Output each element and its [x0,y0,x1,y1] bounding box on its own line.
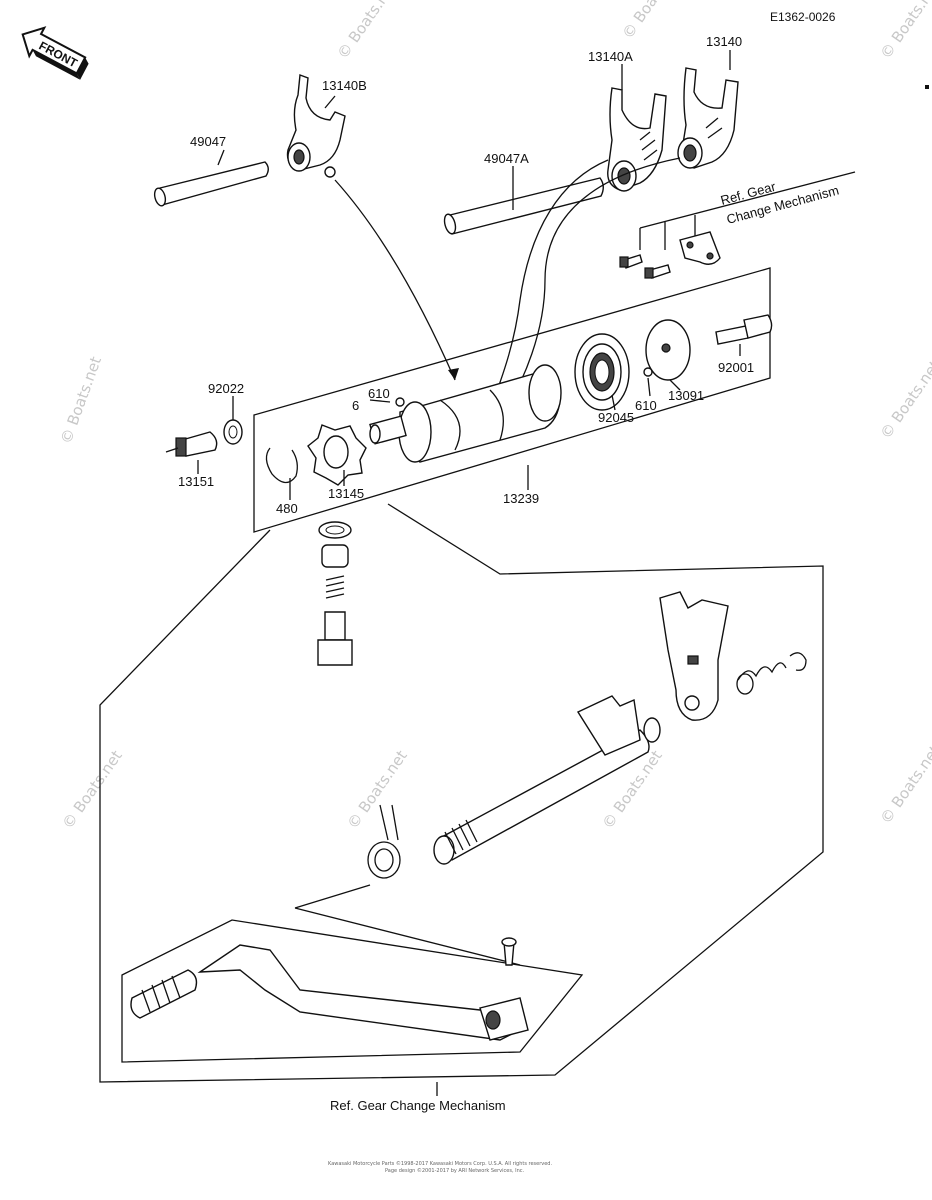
neutral-switch-13151 [165,431,218,457]
label-610-lower: 610 [635,398,657,413]
watermark: © Boats.net [877,357,932,442]
top-ref-note: Ref. Gear Change Mechanism [639,171,856,250]
shift-arm-plate [659,591,729,721]
shift-spring [736,652,807,695]
pedal-bolt [501,937,517,966]
return-spring [367,804,401,879]
shift-fork-13140b [286,74,346,178]
circlip-480 [265,447,298,484]
label-13091: 13091 [668,388,704,403]
label-49047a: 49047A [484,151,529,166]
front-arrow: FRONT [21,26,89,80]
shift-rod-49047 [153,161,269,207]
part-labels: 13140B 13140A 13140 49047 49047A 92022 6… [178,34,754,516]
ref-bolts [619,231,721,279]
detent-stack [317,521,353,666]
label-92022: 92022 [208,381,244,396]
fork-arrow-13140b [334,179,456,381]
shift-rod-49047a [443,177,604,235]
label-13145: 13145 [328,486,364,501]
watermark: © Boats.net [877,742,932,827]
fork-arrow-13140a [489,159,609,411]
bottom-ref-note: Ref. Gear Change Mechanism [330,1098,506,1113]
shift-shaft [433,695,661,865]
diagram-code: E1362-0026 [770,10,836,24]
label-13140: 13140 [706,34,742,49]
label-6: 6 [352,398,359,413]
shift-drum-13239 [369,364,562,463]
shift-fork-13140a [607,87,667,192]
label-480: 480 [276,501,298,516]
label-92045: 92045 [598,410,634,425]
watermark: © Boats.net [619,0,686,42]
watermark: © Boats.net [57,354,105,446]
watermark: © Boats.net [344,747,411,832]
pin-610 [395,397,405,407]
shift-cam-13091 [643,319,691,381]
watermark: © Boats.net [877,0,932,62]
drum-panel-frame [253,267,771,533]
label-610-upper: 610 [368,386,390,401]
copyright-line2: Page design ©2001-2017 by ARI Network Se… [385,1167,525,1174]
shift-fork-13140 [677,67,739,169]
label-13239: 13239 [503,491,539,506]
bearing-92045 [574,333,630,411]
shift-pedal [130,944,529,1041]
bolt-92001 [715,314,773,345]
label-49047: 49047 [190,134,226,149]
label-92001: 92001 [718,360,754,375]
spring-ref-line [294,884,371,909]
star-plate-13145 [307,424,367,486]
lower-outline-frame [99,503,824,1083]
watermark: © Boats.net [59,747,126,832]
pedal-panel-frame [121,919,584,1063]
copyright-line1: Kawasaki Motorcycle Parts ©1998-2017 Kaw… [328,1160,552,1167]
label-13140b: 13140B [322,78,367,93]
label-13151: 13151 [178,474,214,489]
corner-mark [925,85,929,89]
leader-lines [197,50,741,500]
label-13140a: 13140A [588,49,633,64]
watermark: © Boats.net [334,0,401,62]
